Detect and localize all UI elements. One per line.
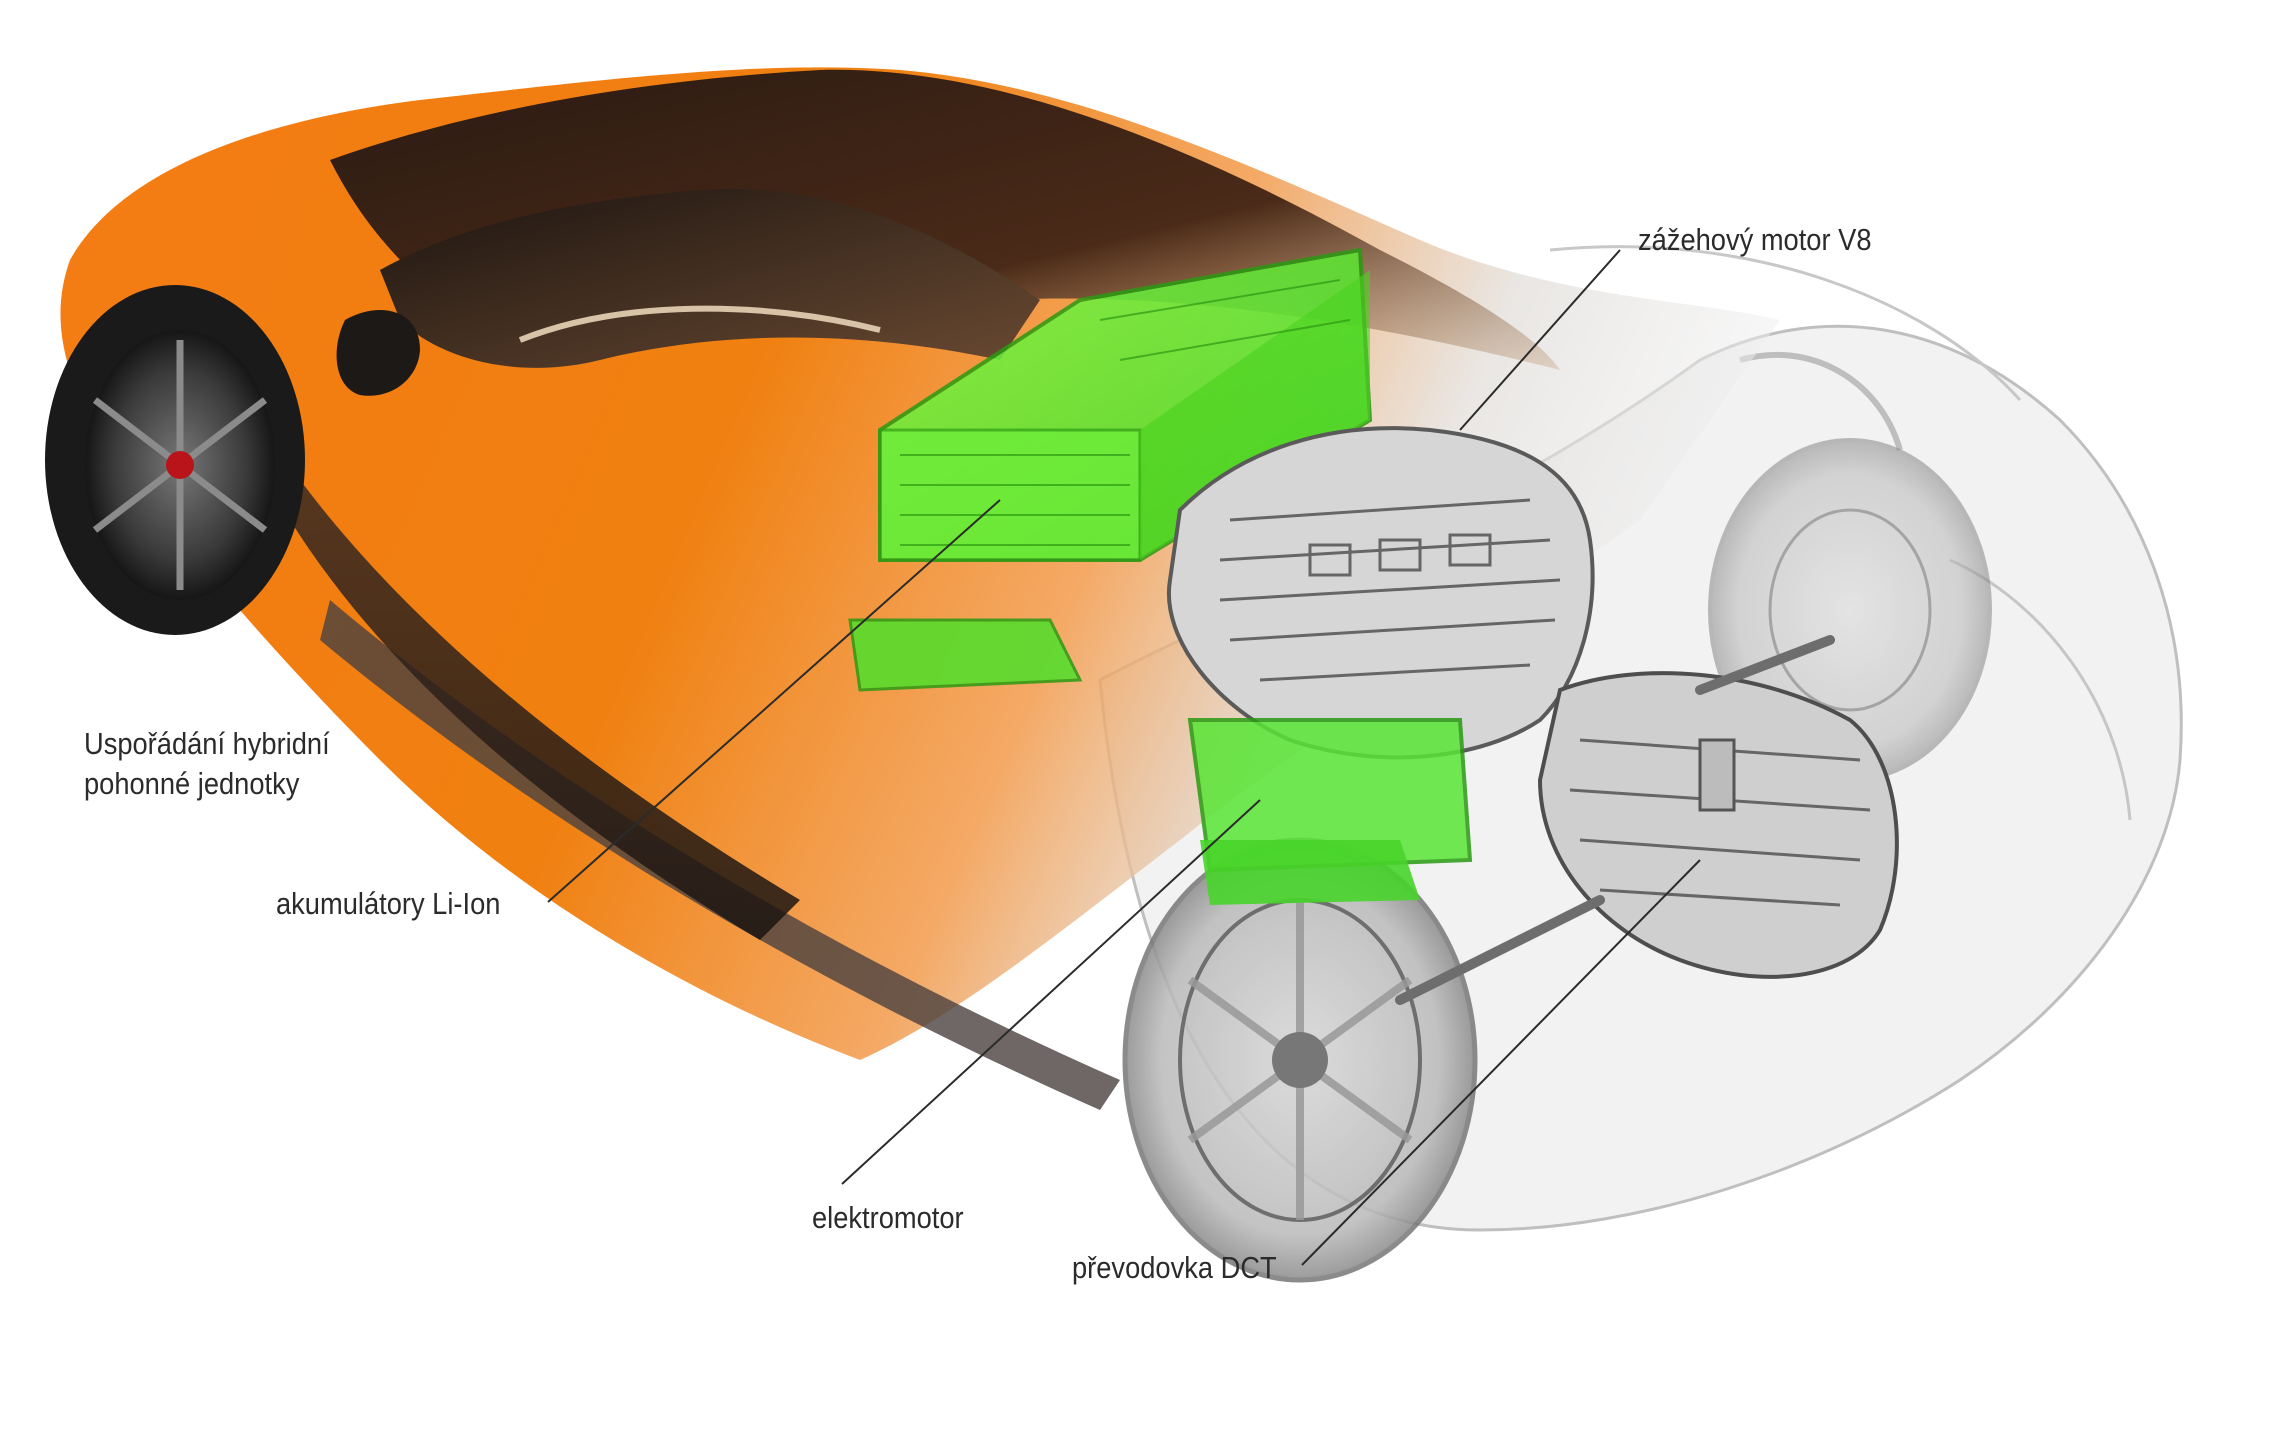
callout-lines <box>547 249 1701 1266</box>
caption-line-2: pohonné jednotky <box>84 766 300 801</box>
gearbox <box>1537 671 1899 979</box>
gearbox-leader <box>1301 859 1701 1266</box>
caption-line-1: Uspořádání hybridní <box>84 726 330 761</box>
front-wheel <box>45 285 305 635</box>
diagram-caption: Uspořádání hybridní pohonné jednotky <box>84 724 330 804</box>
engine-leader <box>1459 249 1621 431</box>
gearbox-label: převodovka DCT <box>1072 1250 1277 1285</box>
drive-shafts <box>1395 635 1835 1005</box>
battery-label: akumulátory Li-Ion <box>276 886 501 921</box>
electric-motor-label: elektromotor <box>812 1200 964 1235</box>
battery-leader <box>547 499 1001 903</box>
rear-left-wheel <box>1122 837 1478 1283</box>
engine-label: zážehový motor V8 <box>1638 222 1872 257</box>
electric-motor-leader <box>841 799 1261 1185</box>
engine-block <box>1166 426 1595 905</box>
